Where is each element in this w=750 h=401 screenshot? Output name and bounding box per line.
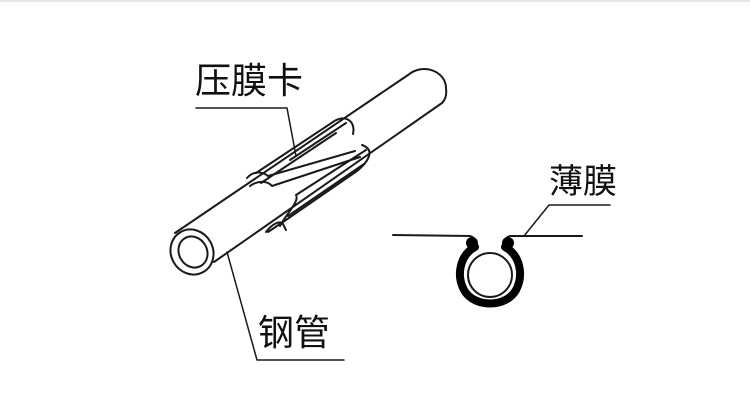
label-film-clip: 压膜卡 — [195, 61, 304, 102]
clip-mid-seam-2 — [249, 156, 361, 187]
film-leader — [523, 204, 611, 237]
steel-pipe — [169, 68, 448, 276]
label-film: 薄膜 — [549, 162, 617, 202]
cross-section — [392, 234, 583, 308]
pipe-section-ring — [467, 252, 513, 298]
pipe-top-edge — [174, 74, 409, 234]
film-clip — [246, 117, 371, 233]
clip-leader — [195, 107, 297, 157]
clip-lower-shell-edge — [287, 163, 365, 217]
clip-tip-right — [502, 237, 514, 249]
pipe-leader — [226, 251, 345, 361]
pipe-end-outer-ring — [169, 228, 215, 276]
clip-ring-section — [456, 243, 524, 308]
clip-lower-shell — [267, 144, 371, 233]
leader-lines — [195, 107, 611, 361]
clip-upper-shell — [255, 117, 355, 174]
label-steel-pipe: 钢管 — [258, 313, 331, 354]
film-line-left — [392, 234, 471, 237]
clip-mid-seam — [246, 150, 356, 179]
top-border — [0, 0, 750, 2]
clip-lower-curl — [265, 221, 287, 233]
clip-tip-left — [466, 237, 478, 249]
pipe-far-end — [407, 68, 448, 104]
pipe-end-inner-ring — [177, 235, 209, 269]
clip-upper-slot — [289, 122, 347, 161]
pipe-bottom-edge — [213, 102, 443, 263]
